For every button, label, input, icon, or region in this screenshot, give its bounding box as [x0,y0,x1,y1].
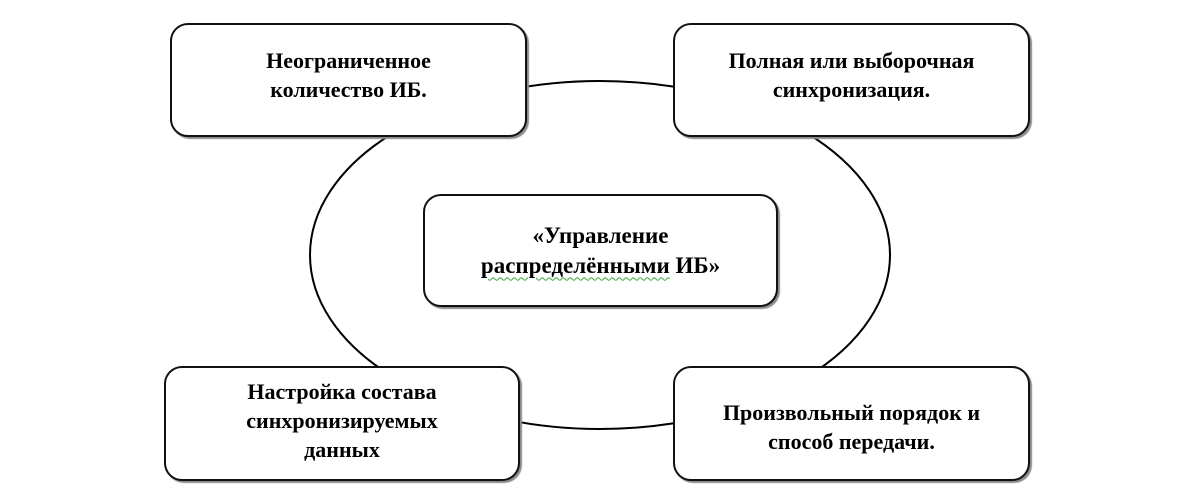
node-text-line: способ передачи. [768,428,935,454]
node-unlimited-databases: Неограниченное количество ИБ. [170,23,527,137]
center-text-rest: ИБ» [669,252,721,278]
spellcheck-underlined-word: распределёнными [480,252,670,278]
node-text-line: Полная или выборочная [728,48,975,73]
center-text-line: «Управление [532,222,669,248]
node-text-line: Неограниченное [266,48,431,73]
node-text-line: количество ИБ. [270,77,427,102]
node-text-line: Произвольный порядок и [722,399,981,425]
node-text-line: синхронизируемых [246,408,438,433]
node-sync-data-composition: Настройка состава синхронизируемых данны… [164,366,520,481]
cycle-ellipse [309,80,891,430]
center-node-distributed-db-management: «Управление распределёнными ИБ» [423,194,778,307]
node-text-line: Настройка состава [247,379,437,404]
node-text-line: данных [304,437,380,462]
node-text-line: синхронизация. [772,77,931,102]
node-full-or-selective-sync: Полная или выборочная синхронизация. [673,23,1030,137]
center-text-line: распределёнными ИБ» [481,251,720,281]
node-arbitrary-order-and-transfer: Произвольный порядок и способ передачи. [673,366,1030,481]
